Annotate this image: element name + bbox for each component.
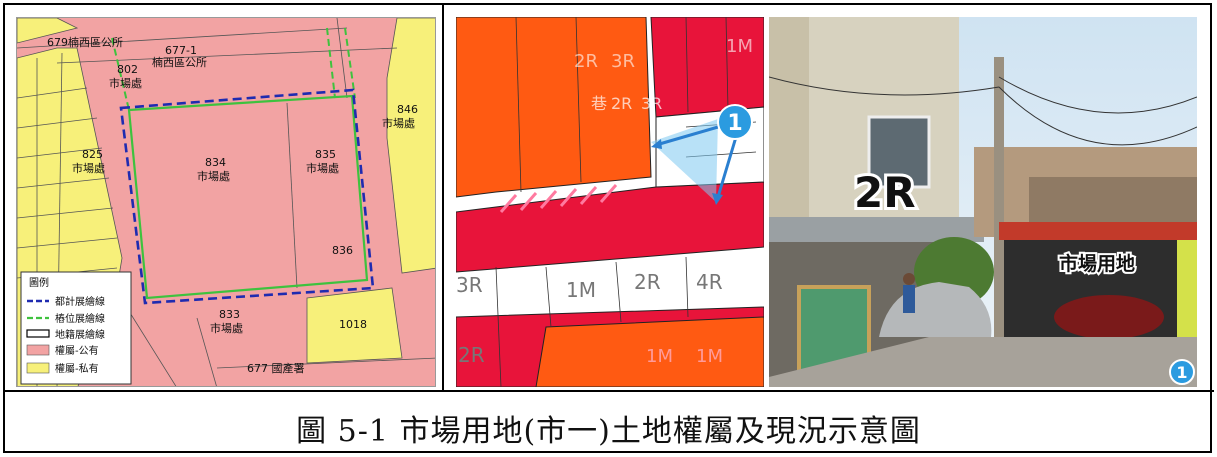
zone-red-top	[650, 17, 764, 118]
legend-private-label: 權屬-私有	[55, 362, 99, 375]
parcel-825-owner: 市場處	[72, 161, 105, 175]
person	[903, 285, 915, 313]
parcel-677-label: 677 國產署	[247, 361, 305, 375]
zoning-map: 2R 3R 1M 巷 2R 3R 3R 1M 2R 4R 2R 1M 1M 1	[456, 17, 764, 387]
view-cone	[651, 119, 718, 202]
photo-label-2r: 2R	[854, 168, 916, 217]
legend-public-label: 權屬-公有	[55, 344, 99, 357]
parcel-833-owner: 市場處	[210, 321, 243, 335]
parcel-802-label: 802	[117, 63, 138, 76]
legend-stake-label: 樁位展繪線	[55, 312, 105, 325]
zone-label-2r-d: 2R	[458, 343, 485, 367]
zone-orange-bottom	[535, 316, 764, 387]
utility-pole	[994, 57, 1004, 367]
zone-label-2r-c: 2R	[634, 270, 661, 294]
street-photo: 2R 市場用地 1	[769, 17, 1197, 387]
zone-label-4r: 4R	[696, 270, 723, 294]
zone-label-1m: 1M	[726, 36, 753, 57]
figure-frame	[3, 3, 1212, 453]
view-arrow-left	[655, 125, 719, 147]
photo-badge-circle	[1169, 359, 1195, 385]
parcel-836-label: 836	[332, 244, 353, 257]
parcel-677-1-owner: 楠西區公所	[152, 55, 207, 69]
view-marker-label: 1	[727, 111, 742, 136]
parcel-1018-label: 1018	[339, 318, 367, 331]
zone-label-3r-c: 3R	[456, 273, 483, 297]
legend-public-swatch	[26, 344, 50, 356]
urban-plan-line	[119, 88, 375, 305]
private-land-east	[386, 18, 435, 274]
parcel-846-owner: 市場處	[382, 116, 415, 130]
road	[769, 337, 1197, 387]
parcel-834-owner: 市場處	[197, 169, 230, 183]
parcel-834-label: 834	[205, 156, 226, 169]
parcel-835-owner: 市場處	[306, 161, 339, 175]
parcel-679-label: 679楠西區公所	[47, 35, 123, 49]
photo-label-market: 市場用地	[1059, 252, 1135, 275]
stake-line-ne	[344, 27, 356, 99]
ownership-map: 679楠西區公所 677-1 楠西區公所 802 市場處 846 市場處 825…	[16, 17, 436, 387]
legend-title: 圖例	[29, 276, 49, 289]
parcel-lines	[17, 18, 435, 386]
zone-label-1m-c: 1M	[646, 346, 673, 367]
zoning-lines	[495, 17, 757, 387]
private-land-1018	[306, 287, 403, 364]
red-car	[1054, 295, 1164, 339]
zone-label-1m-b: 1M	[566, 278, 596, 302]
zone-orange-block	[456, 17, 652, 198]
legend-cadastral-label: 地籍展繪線	[55, 328, 105, 341]
stake-line-nw	[111, 37, 130, 111]
figure-caption: 圖 5-1 市場用地(市一)土地權屬及現況示意圖	[296, 414, 921, 449]
zone-label-3r: 3R	[611, 51, 635, 72]
zone-label-2r: 2R	[574, 51, 598, 72]
hatch-marks	[499, 184, 618, 213]
parcel-802-owner: 市場處	[109, 76, 142, 90]
legend-cadastral-swatch	[26, 329, 50, 338]
divider-vertical	[442, 3, 444, 391]
zone-label-3r-b: 3R	[641, 94, 662, 113]
house-window	[867, 115, 931, 189]
zone-label-1m-d: 1M	[696, 346, 723, 367]
private-land-nw	[17, 18, 79, 44]
divider-horizontal	[3, 390, 1214, 392]
view-arrow-right-head	[712, 193, 723, 205]
view-arrow-left-head	[651, 139, 662, 149]
stake-line-n	[326, 27, 336, 99]
zone-red-middle	[456, 181, 764, 273]
legend-urban-label: 都計展繪線	[55, 295, 105, 308]
power-lines	[769, 76, 1197, 146]
view-arrow-right	[716, 136, 738, 198]
parcel-835-label: 835	[315, 148, 336, 161]
parcel-833-label: 833	[219, 308, 240, 321]
street-photo-svg: 2R 市場用地 1	[769, 17, 1197, 387]
zoning-map-svg: 2R 3R 1M 巷 2R 3R 3R 1M 2R 4R 2R 1M 1M 1	[456, 17, 764, 387]
legend-private-swatch	[26, 362, 50, 374]
market-roof	[999, 222, 1197, 240]
zone-label-lane: 巷	[591, 94, 607, 113]
photo-badge-label: 1	[1176, 363, 1187, 382]
view-marker-circle	[717, 104, 753, 140]
parcel-677-1-label: 677-1	[165, 44, 197, 57]
map-legend: 圖例 都計展繪線 樁位展繪線 地籍展繪線 權屬-公有 權屬-私有	[20, 271, 132, 385]
stake-line	[127, 94, 369, 300]
zone-label-2r-b: 2R	[611, 94, 632, 113]
ownership-map-svg: 679楠西區公所 677-1 楠西區公所 802 市場處 846 市場處 825…	[17, 18, 435, 386]
parcel-846-label: 846	[397, 103, 418, 116]
parcel-825-label: 825	[82, 148, 103, 161]
